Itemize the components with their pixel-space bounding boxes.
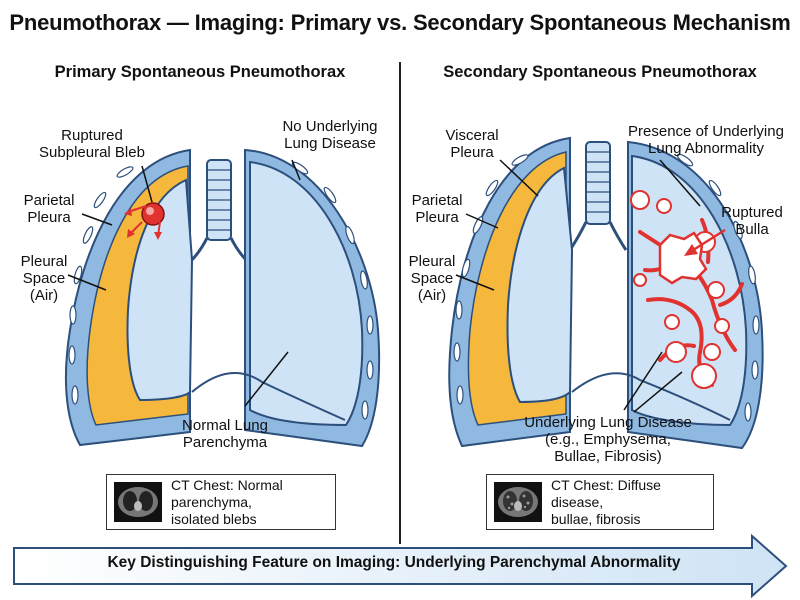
ruptured-bleb — [124, 202, 165, 240]
panel-divider — [399, 62, 401, 544]
ct-diseased-thumbnail — [494, 482, 542, 522]
no-underlying-disease-label: No Underlying Lung Disease — [282, 118, 378, 152]
normal-lung-label: Normal Lung Parenchyma — [182, 417, 268, 451]
underlying-abnormality-label: Presence of Underlying Lung Abnormality — [628, 123, 784, 157]
right-thorax — [448, 136, 764, 450]
bullae — [630, 190, 730, 389]
pleural-space-label-right: Pleural Space (Air) — [408, 253, 456, 304]
bulla-pointer-arrow — [684, 228, 726, 256]
right-hemithorax-collapsed — [448, 136, 574, 448]
visceral-pleura-label: Visceral Pleura — [445, 127, 499, 161]
left-panel-title: Primary Spontaneous Pneumothorax — [54, 63, 346, 81]
key-feature-arrow — [13, 533, 788, 599]
underlying-disease-label: Underlying Lung Disease (e.g., Emphysema… — [524, 414, 692, 465]
left-hemithorax-collapsed — [64, 148, 194, 447]
ct-normal-box: CT Chest: Normal parenchyma, isolated bl… — [106, 474, 336, 530]
ruptured-bleb-label: Ruptured Subpleural Bleb — [39, 127, 145, 161]
parietal-pleura-label-right: Parietal Pleura — [411, 192, 463, 226]
right-panel-title: Secondary Spontaneous Pneumothorax — [443, 63, 757, 81]
ct-diseased-caption: CT Chest: Diffuse disease, bullae, fibro… — [551, 476, 661, 527]
key-feature-text: Key Distinguishing Feature on Imaging: U… — [107, 554, 681, 571]
left-hemithorax-normal — [244, 148, 381, 448]
ct-diseased-box: CT Chest: Diffuse disease, bullae, fibro… — [486, 474, 714, 530]
parietal-pleura-label: Parietal Pleura — [23, 192, 75, 226]
right-trachea — [568, 141, 628, 251]
left-thorax — [64, 148, 381, 448]
ruptured-bulla — [658, 231, 708, 285]
pleural-space-label: Pleural Space (Air) — [20, 253, 68, 304]
ct-normal-caption: CT Chest: Normal parenchyma, isolated bl… — [171, 476, 283, 527]
left-trachea — [188, 159, 250, 264]
diagram-title: Pneumothorax — Imaging: Primary vs. Seco… — [9, 10, 791, 35]
ruptured-bulla-label: Ruptured Bulla — [721, 204, 783, 238]
right-hemithorax-diseased — [627, 140, 764, 450]
ct-normal-thumbnail — [114, 482, 162, 522]
